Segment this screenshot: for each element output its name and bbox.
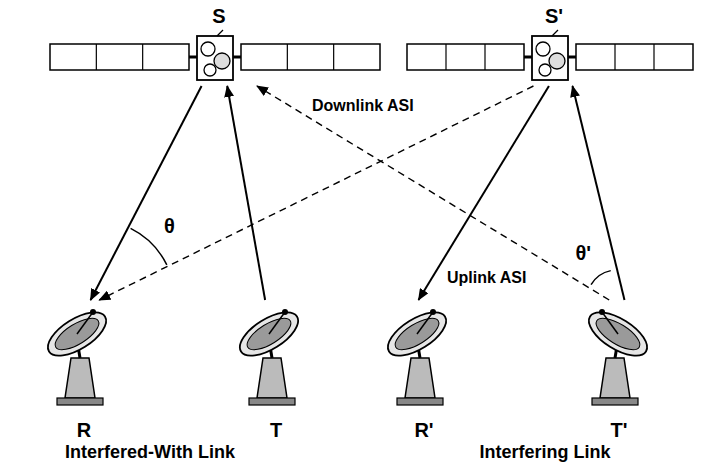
earth-station: T xyxy=(227,300,325,442)
dish-antenna-drawing xyxy=(227,300,317,412)
satellite: S' xyxy=(405,4,702,86)
interference-path xyxy=(99,86,533,300)
link-caption: Interfering Link xyxy=(479,441,610,463)
satellite-drawing xyxy=(405,30,695,86)
dish-antenna-drawing xyxy=(570,300,660,412)
angle-arc xyxy=(591,271,611,285)
interference-label: Downlink ASI xyxy=(310,96,416,116)
signal-path xyxy=(419,86,549,300)
angle-symbol: θ xyxy=(164,214,175,238)
satellite-label: S' xyxy=(405,4,702,28)
angle-arc xyxy=(131,228,167,265)
signal-path xyxy=(91,86,202,300)
angle-symbol: θ' xyxy=(575,241,591,265)
earth-station: R xyxy=(35,300,133,442)
station-label: T' xyxy=(570,418,668,442)
satellite: S xyxy=(48,4,390,86)
signal-path xyxy=(572,86,624,300)
station-label: R xyxy=(35,418,133,442)
satellite-drawing xyxy=(48,30,382,86)
dish-antenna-drawing xyxy=(375,300,465,412)
dish-antenna-drawing xyxy=(35,300,125,412)
satellite-label: S xyxy=(48,4,390,28)
interference-label: Uplink ASI xyxy=(445,268,528,288)
earth-station: R' xyxy=(375,300,473,442)
interference-path xyxy=(257,86,609,300)
station-label: T xyxy=(227,418,325,442)
earth-station: T' xyxy=(570,300,668,442)
station-label: R' xyxy=(375,418,473,442)
link-caption: Interfered-With Link xyxy=(65,441,235,463)
signal-path xyxy=(227,86,265,300)
